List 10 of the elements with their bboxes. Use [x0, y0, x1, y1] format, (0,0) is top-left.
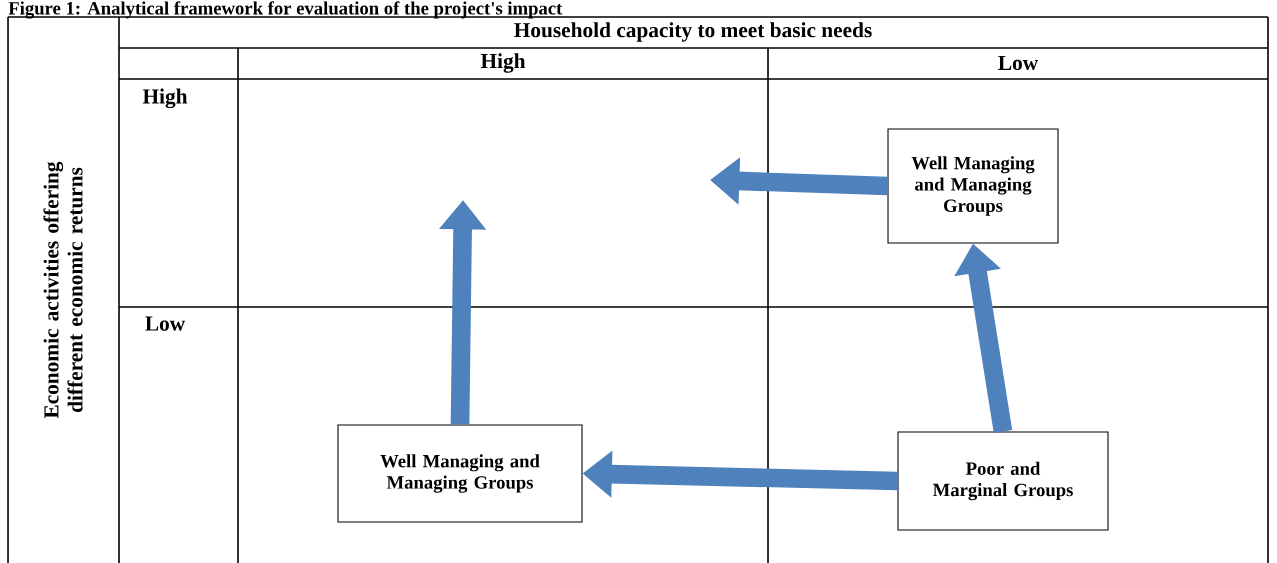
- header-text: High: [142, 88, 188, 109]
- header-text: Low: [998, 55, 1039, 71]
- header-text: Economic activities offering different economic returns: [43, 161, 83, 419]
- header-text: High: [480, 53, 526, 73]
- header-text: Low: [145, 316, 186, 331]
- group-box: Well Managing and Managing Groups: [337, 424, 583, 523]
- header-text: Household capacity to meet basic needs: [514, 22, 872, 42]
- group-box: Well Managing and Managing Groups: [887, 128, 1059, 244]
- group-box: Poor and Marginal Groups: [897, 431, 1109, 531]
- diagram-title: Figure 1: Analytical framework for evaluation of the project's impact: [8, 1, 563, 19]
